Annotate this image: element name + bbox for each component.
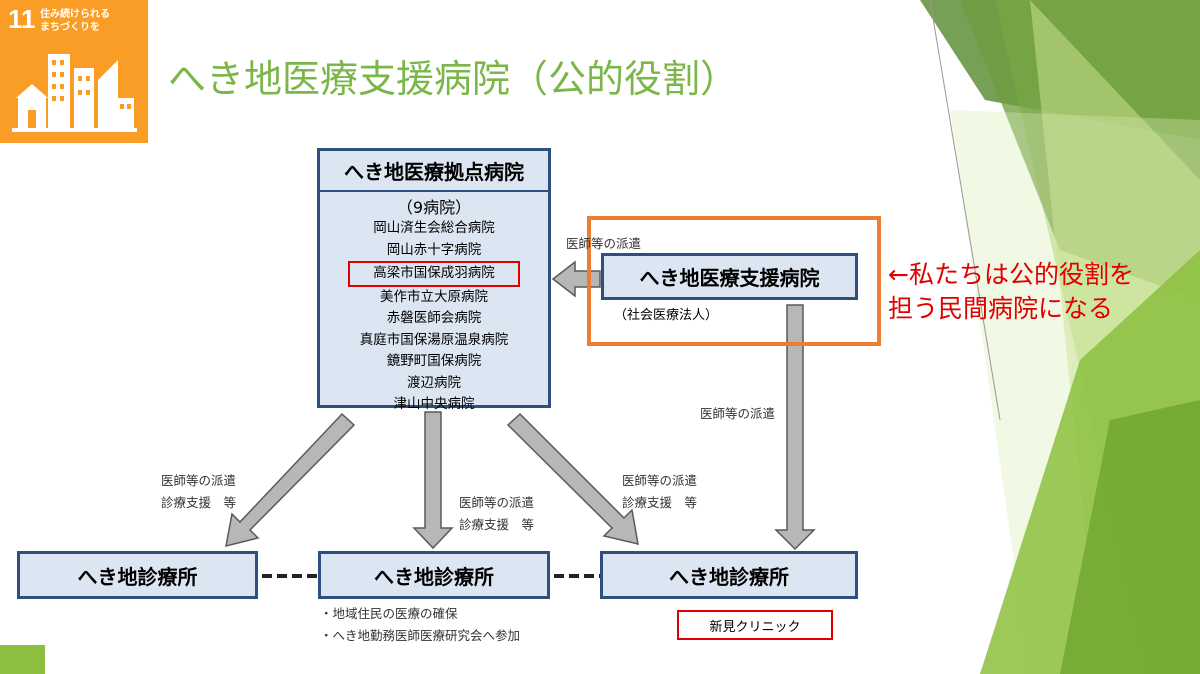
city-icon — [12, 54, 137, 132]
dispatch-label-right: 医師等の派遣 — [700, 406, 776, 421]
support-hospital-title: へき地医療支援病院 — [601, 253, 858, 300]
hospital-item: 赤磐医師会病院 — [386, 310, 482, 326]
hospital-item-highlighted: 高梁市国保成羽病院 — [320, 261, 548, 287]
sdg-number: 11 — [8, 4, 36, 34]
dispatch-support-label-center: 医師等の派遣 診療支援 等 — [459, 495, 535, 532]
role-note-line1: ←私たちは公的役割を — [888, 260, 1134, 289]
role-note-line2: 担う民間病院になる — [888, 294, 1114, 323]
hospital-item: 鏡野町国保病院 — [386, 353, 482, 369]
support-highlight-frame — [587, 216, 881, 346]
hospital-count: （9病院） — [396, 198, 472, 217]
sdg-text: 住み続けられる まちづくりを — [40, 9, 110, 33]
hospital-item: 岡山赤十字病院 — [386, 241, 482, 258]
clinic-notes: ・地域住民の医療の確保 ・へき地勤務医師医療研究会へ参加 — [320, 603, 520, 647]
hospital-item: 美作市立大原病院 — [380, 288, 488, 305]
hospital-item: 岡山済生会総合病院 — [373, 220, 495, 236]
base-hospital-list: （9病院） 岡山済生会総合病院 岡山赤十字病院 高梁市国保成羽病院 美作市立大原… — [317, 192, 551, 412]
arrow-support-to-base — [551, 260, 601, 298]
highlight-box: 高梁市国保成羽病院 — [348, 261, 520, 287]
base-hospital-title: へき地医療拠点病院 — [317, 148, 551, 193]
hospital-item: 真庭市国保湯原温泉病院 — [359, 331, 509, 348]
clinic-center: へき地診療所 — [318, 551, 550, 599]
dispatch-support-label-right: 医師等の派遣 診療支援 等 — [622, 473, 698, 510]
dashed-connector — [262, 574, 318, 578]
hospital-item: 津山中央病院 — [393, 396, 475, 412]
arrow-base-to-clinic-right — [506, 412, 639, 545]
arrow-base-to-clinic-center — [412, 411, 454, 550]
dashed-connector — [554, 574, 600, 578]
dispatch-label-top: 医師等の派遣 — [566, 236, 642, 251]
support-hospital-org: （社会医療法人） — [614, 308, 719, 323]
arrow-base-to-clinic-left — [225, 412, 356, 548]
clinic-left: へき地診療所 — [17, 551, 258, 599]
hospital-item: 渡辺病院 — [407, 374, 461, 391]
dispatch-support-label-left: 医師等の派遣 診療支援 等 — [161, 473, 237, 510]
clinic-note-item: ・地域住民の医療の確保 — [320, 606, 458, 621]
page-title: へき地医療支援病院（公的役割） — [168, 57, 739, 101]
clinic-right: へき地診療所 — [600, 551, 858, 599]
clinic-name-label: 新見クリニック — [677, 610, 833, 640]
role-note: ←私たちは公的役割を 担う民間病院になる — [888, 258, 1134, 326]
clinic-note-item: ・へき地勤務医師医療研究会へ参加 — [320, 628, 521, 643]
